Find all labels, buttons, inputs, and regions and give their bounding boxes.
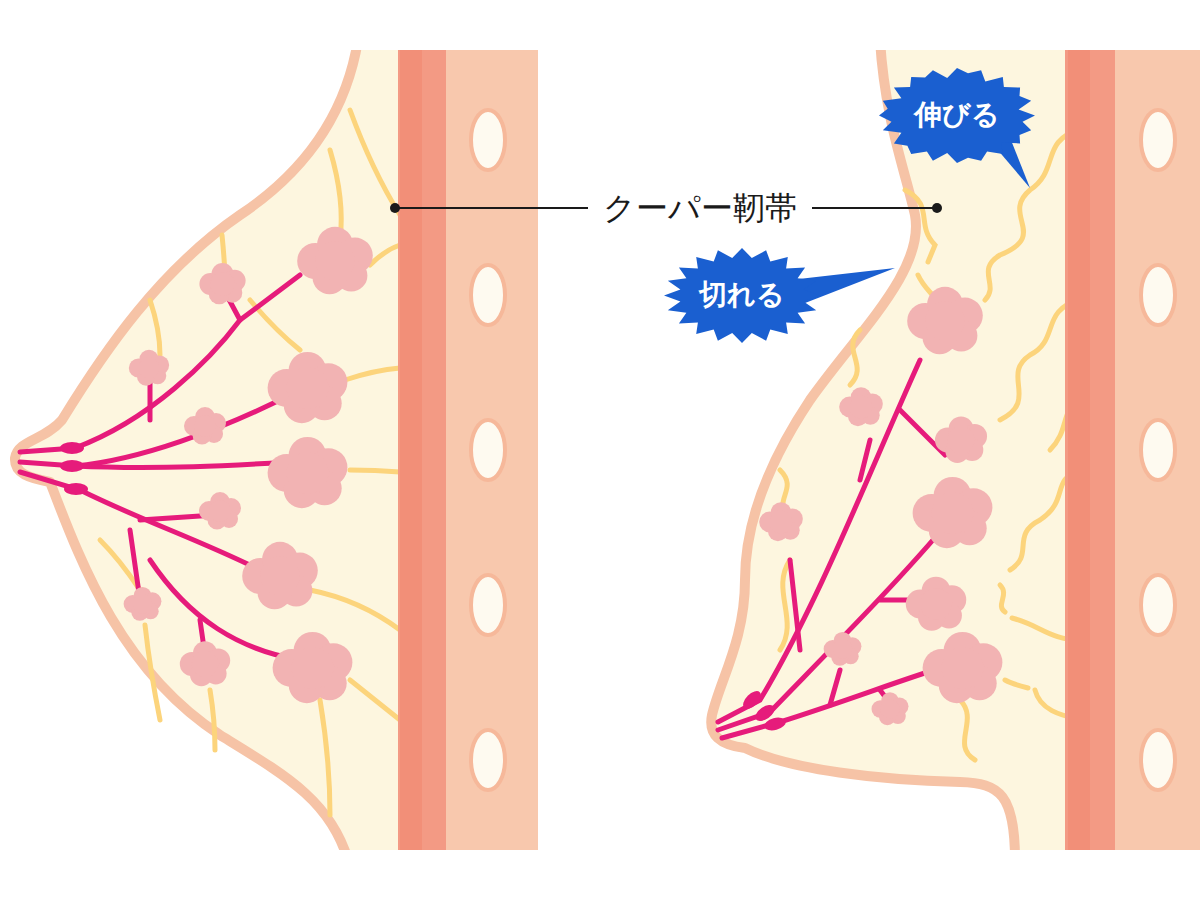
sagging-breast [711,40,1200,860]
callout-text: 切れる [699,278,785,312]
callout-text: 伸びる [914,98,1000,132]
starburst-callout: 伸びる [879,68,1035,163]
part-label: クーパー靭帯 [595,189,805,227]
starburst-fill [879,68,1035,163]
starburst-callout: 切れる [664,248,820,343]
starburst-fill [664,248,820,343]
normal-breast [15,40,538,860]
